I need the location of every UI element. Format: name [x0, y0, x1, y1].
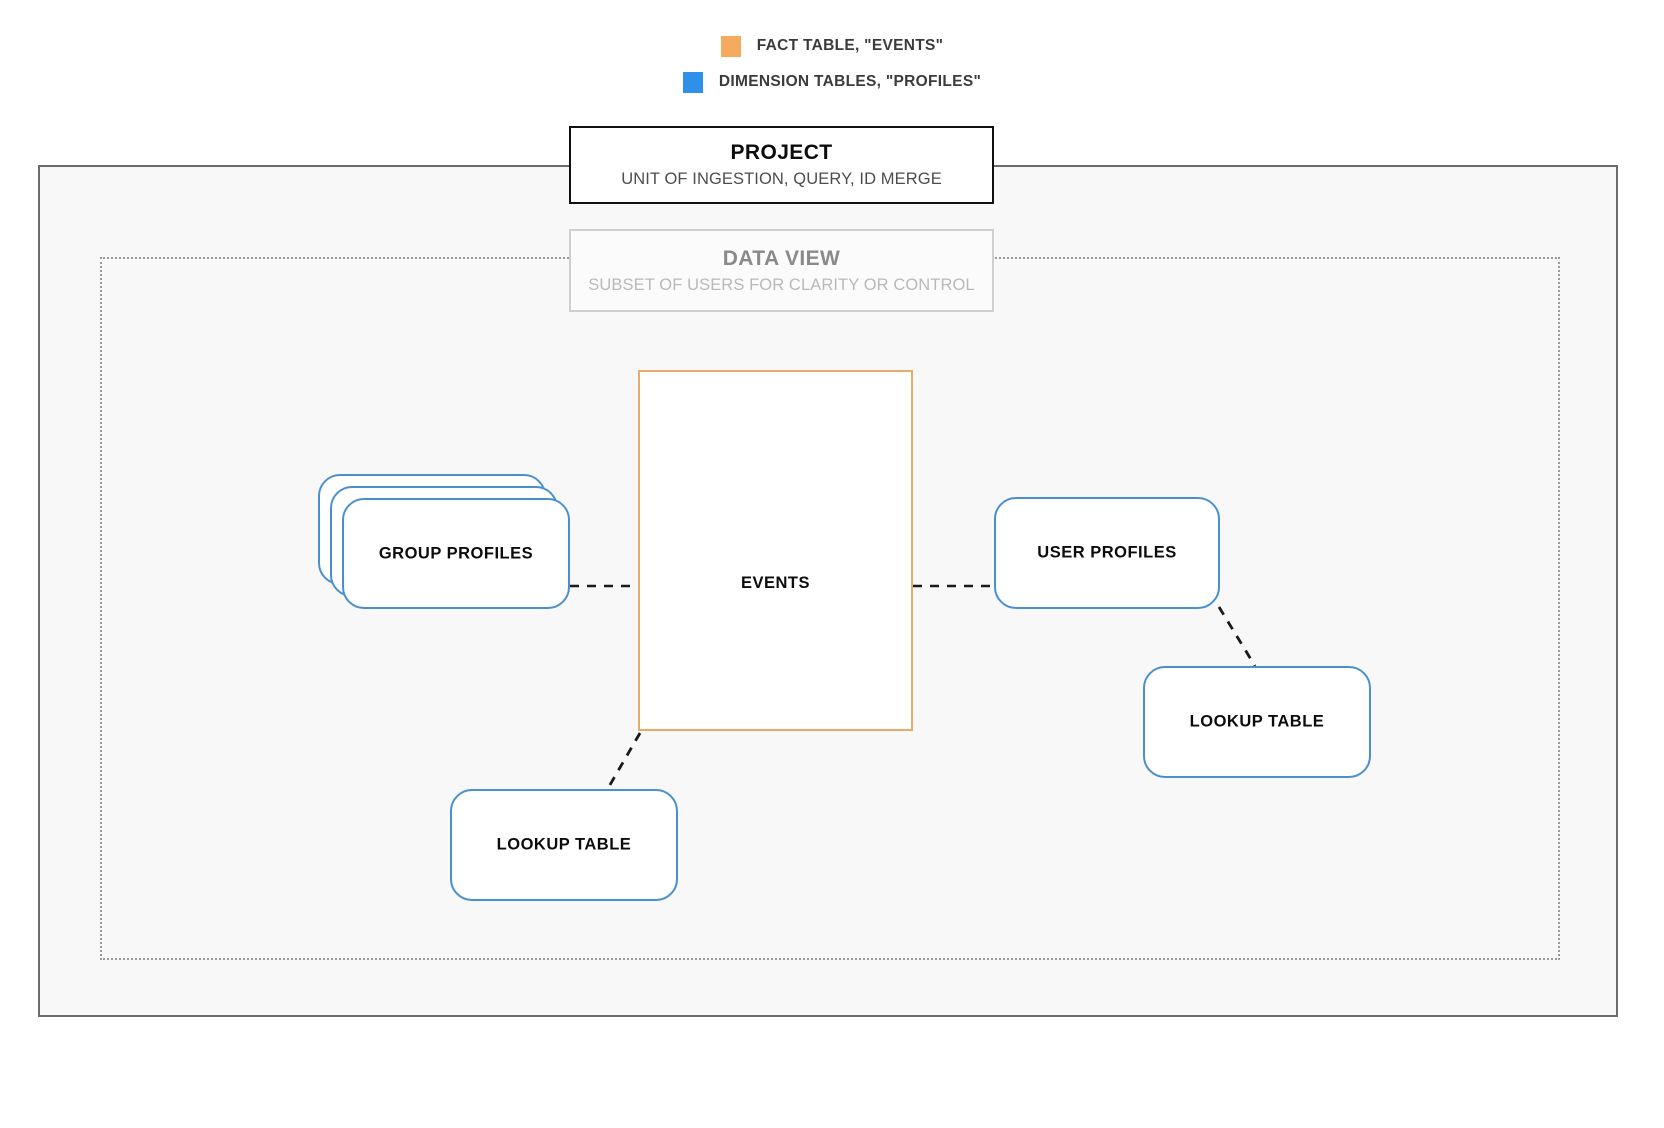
project-box[interactable]: PROJECT UNIT OF INGESTION, QUERY, ID MER… [569, 126, 994, 204]
user-profiles-label: USER PROFILES [1037, 543, 1177, 562]
legend-label-fact-table: FACT TABLE, "EVENTS" [756, 37, 944, 54]
project-title: PROJECT [730, 141, 833, 164]
lookup-table-right-card[interactable]: LOOKUP TABLE [1143, 666, 1371, 778]
data-view-title: DATA VIEW [722, 246, 841, 270]
lookup-table-right-label: LOOKUP TABLE [1189, 712, 1325, 731]
group-profiles-card-front[interactable]: GROUP PROFILES [342, 498, 570, 609]
events-fact-table-box[interactable] [638, 370, 913, 731]
legend-item-dimension-tables: DIMENSION TABLES, "PROFILES" [0, 64, 1664, 100]
blue-square-swatch-icon [682, 71, 703, 93]
project-subtitle: UNIT OF INGESTION, QUERY, ID MERGE [621, 170, 942, 188]
orange-square-swatch-icon [720, 35, 741, 57]
legend-item-fact-table: FACT TABLE, "EVENTS" [0, 28, 1664, 64]
lookup-table-left-card[interactable]: LOOKUP TABLE [450, 789, 678, 901]
lookup-table-left-label: LOOKUP TABLE [496, 835, 632, 854]
legend: FACT TABLE, "EVENTS" DIMENSION TABLES, "… [0, 28, 1664, 100]
data-view-subtitle: SUBSET OF USERS FOR CLARITY OR CONTROL [588, 275, 975, 294]
legend-label-dimension-tables: DIMENSION TABLES, "PROFILES" [718, 73, 982, 90]
data-view-box[interactable]: DATA VIEW SUBSET OF USERS FOR CLARITY OR… [569, 229, 994, 312]
user-profiles-card[interactable]: USER PROFILES [994, 497, 1220, 609]
group-profiles-label: GROUP PROFILES [378, 544, 534, 562]
events-label: EVENTS [740, 574, 811, 592]
group-profiles-card-stack[interactable]: GROUP PROFILES [318, 474, 570, 609]
